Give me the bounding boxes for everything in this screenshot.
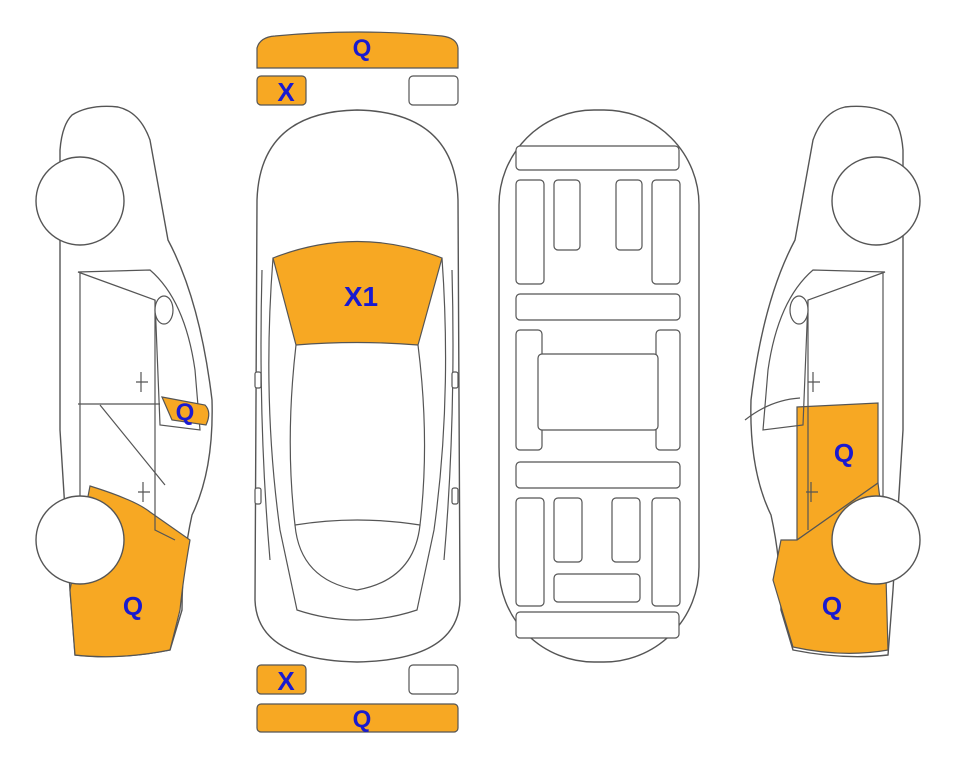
front-bumper[interactable] bbox=[256, 31, 459, 69]
left-mirror[interactable] bbox=[154, 295, 174, 325]
rear-bumper[interactable] bbox=[256, 703, 459, 733]
underbody-frame-mid-right bbox=[655, 329, 681, 451]
rear-plate-left-code: X bbox=[277, 666, 295, 696]
underbody-cross-2 bbox=[515, 461, 681, 489]
underbody-rail-right-front bbox=[651, 179, 681, 285]
rear-plate-left[interactable] bbox=[256, 664, 307, 695]
left-front-wheel[interactable] bbox=[35, 156, 125, 246]
rear-plate-right[interactable] bbox=[408, 664, 459, 695]
underbody-rail-left-rear bbox=[515, 497, 545, 607]
underbody-center-panel bbox=[537, 353, 659, 431]
top-side-right bbox=[443, 269, 454, 561]
left-rear-quarter-code: Q bbox=[123, 591, 143, 621]
underbody-box-4 bbox=[611, 497, 641, 563]
underbody-rail-right-rear bbox=[651, 497, 681, 607]
top-mirror-left-2 bbox=[254, 487, 262, 505]
underbody-box-3 bbox=[553, 497, 583, 563]
top-mirror-right-2 bbox=[451, 487, 459, 505]
underbody-panel-front bbox=[515, 145, 680, 171]
underbody-view bbox=[498, 109, 700, 663]
front-plate-left[interactable] bbox=[256, 75, 307, 106]
left-window-line bbox=[77, 269, 201, 431]
underbody-box-2 bbox=[615, 179, 643, 251]
front-plate-left-code: X bbox=[277, 77, 295, 107]
front-plate-right[interactable] bbox=[408, 75, 459, 106]
underbody-rail-left-front bbox=[515, 179, 545, 285]
top-view: X1 bbox=[254, 109, 461, 663]
top-mirror-left-1 bbox=[254, 371, 262, 389]
top-roof bbox=[289, 344, 426, 526]
top-body-outline[interactable] bbox=[254, 109, 461, 663]
left-rear-wheel[interactable] bbox=[35, 495, 125, 585]
underbody-panel-tank bbox=[553, 573, 641, 603]
left-handle-rear bbox=[138, 482, 150, 502]
underbody-box-1 bbox=[553, 179, 581, 251]
right-door-line-1 bbox=[744, 397, 801, 421]
top-cabin-left bbox=[268, 257, 447, 621]
left-body-crease bbox=[99, 404, 166, 486]
left-door-handle-code: Q bbox=[176, 399, 195, 426]
underbody-cross-1 bbox=[515, 293, 681, 321]
right-rear-wheel[interactable] bbox=[831, 495, 921, 585]
rear-bumper-group: X Q bbox=[256, 664, 459, 733]
top-mirror-right-1 bbox=[451, 371, 459, 389]
front-bumper-group: Q X bbox=[256, 31, 459, 107]
underbody-panel-rear bbox=[515, 611, 680, 639]
right-window-line bbox=[762, 269, 886, 431]
left-side-view: Q Q bbox=[35, 105, 213, 658]
front-bumper-code: Q bbox=[353, 35, 372, 62]
left-door-handle[interactable] bbox=[160, 396, 210, 426]
right-front-wheel[interactable] bbox=[831, 156, 921, 246]
right-handle-rear bbox=[806, 482, 818, 502]
top-rear-window bbox=[294, 524, 421, 591]
right-handle-front bbox=[808, 372, 820, 392]
left-door-line-3 bbox=[154, 300, 176, 541]
right-mirror[interactable] bbox=[789, 295, 809, 325]
left-handle-front bbox=[136, 372, 148, 392]
rear-bumper-code: Q bbox=[353, 706, 372, 733]
windshield-code: X1 bbox=[344, 281, 378, 312]
right-rear-door-code: Q bbox=[834, 438, 854, 468]
right-side-view: Q Q bbox=[744, 105, 921, 658]
top-side-left bbox=[260, 269, 271, 561]
right-rear-quarter-code: Q bbox=[822, 591, 842, 621]
